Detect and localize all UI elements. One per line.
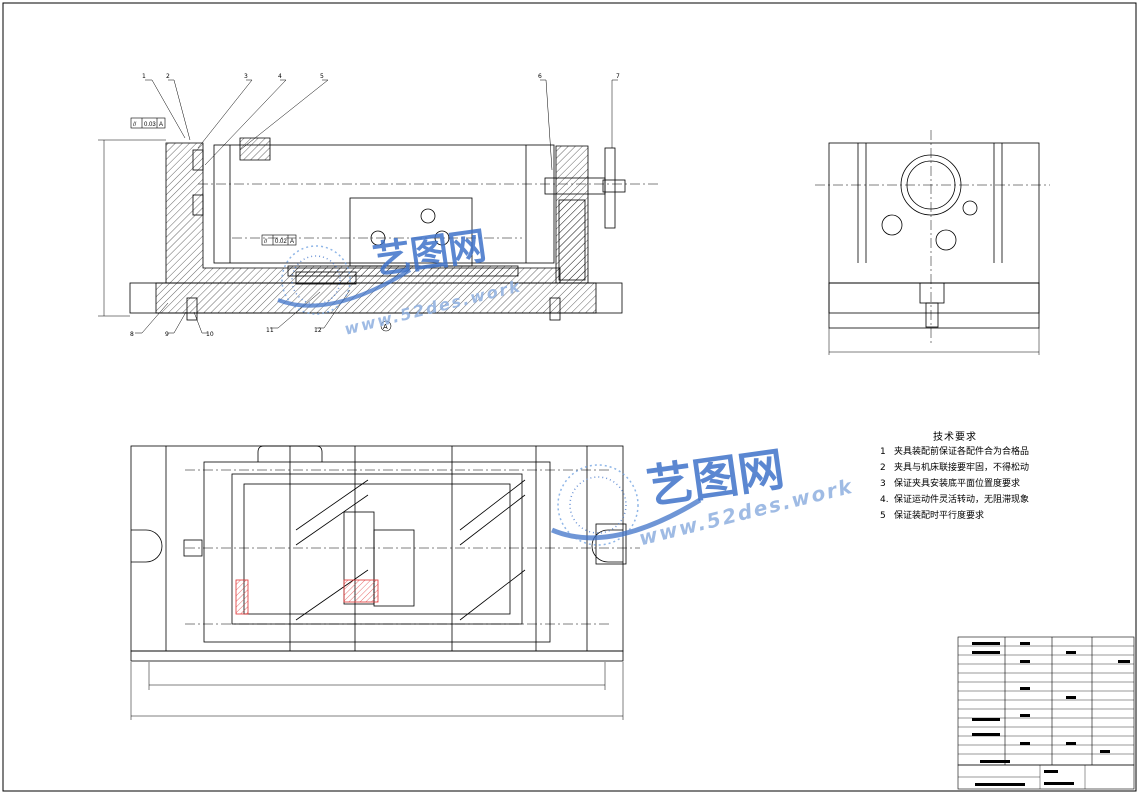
part-balloons: 1 2 3 4 5 6 7 8 9 10 11 12 <box>130 73 620 338</box>
part-label: 10 <box>206 331 214 338</box>
list-item: 4.保证运动件灵活转动，无阻滞现象 <box>880 495 1030 505</box>
top-centre-lines <box>185 469 640 625</box>
svg-text://: // <box>264 239 268 245</box>
datum-a-symbol: A <box>380 320 392 332</box>
svg-text:A: A <box>383 324 388 331</box>
front-section-view <box>129 137 626 321</box>
watermark-logo-top <box>277 245 412 315</box>
top-view <box>130 445 627 662</box>
part-label: 3 <box>244 73 248 80</box>
part-label: 4 <box>278 73 282 80</box>
svg-text:0.02: 0.02 <box>275 239 287 245</box>
title-block <box>957 636 1135 790</box>
svg-text://: // <box>133 122 137 128</box>
side-centre-lines <box>815 130 1050 345</box>
tolerance-frame-2: // 0.02 A <box>261 234 297 246</box>
part-label: 5 <box>320 73 324 80</box>
tolerance-frame-1: // 0.03 A <box>130 117 166 129</box>
part-label: 6 <box>538 73 542 80</box>
tech-requirements-title: 技术要求 <box>933 432 977 443</box>
watermark-logo-bottom <box>551 464 702 546</box>
leader-lines <box>135 79 618 334</box>
top-dimensions <box>130 662 624 720</box>
part-label: 2 <box>166 73 170 80</box>
part-label: 9 <box>165 331 169 338</box>
side-dimensions <box>828 328 1040 355</box>
svg-text:A: A <box>159 122 163 128</box>
front-centre-lines <box>198 183 660 239</box>
part-label: 1 <box>142 73 146 80</box>
title-block-fills <box>972 642 1130 786</box>
part-label: 12 <box>314 327 322 334</box>
svg-text:A: A <box>290 239 294 245</box>
part-label: 11 <box>266 327 274 334</box>
front-dimensions <box>98 139 166 317</box>
svg-text:0.03: 0.03 <box>144 122 156 128</box>
side-view <box>828 142 1040 329</box>
part-label: 7 <box>616 73 620 80</box>
part-label: 8 <box>130 331 134 338</box>
